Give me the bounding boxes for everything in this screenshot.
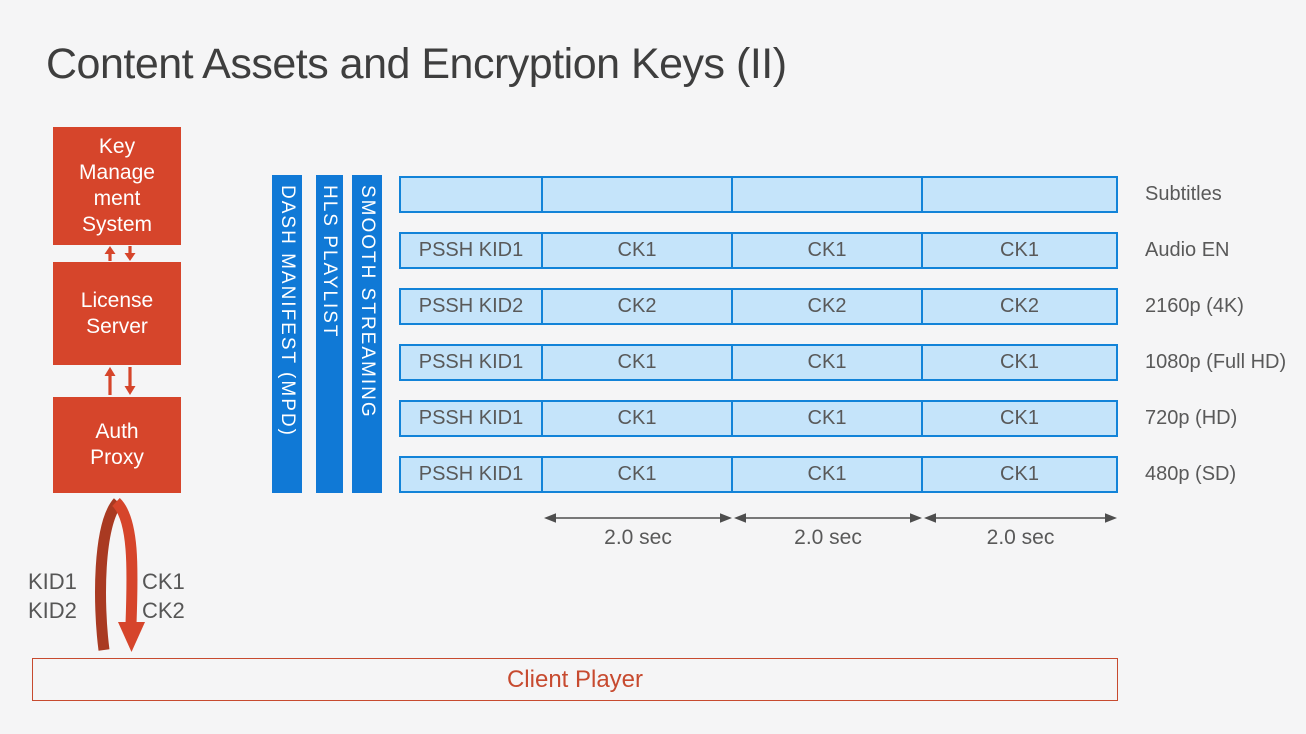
segment-duration-label: 2.0 sec [986, 526, 1055, 549]
track-label: 720p (HD) [1145, 407, 1238, 429]
track-row-subtitles [399, 176, 1118, 213]
page-title: Content Assets and Encryption Keys (II) [46, 40, 787, 88]
auth-proxy-box: Auth Proxy [53, 397, 181, 493]
track-cell: CK1 [543, 400, 733, 437]
track-cell: CK1 [923, 400, 1118, 437]
track-cell: PSSH KID1 [399, 344, 543, 381]
track-cell: PSSH KID2 [399, 288, 543, 325]
track-cell: CK2 [733, 288, 923, 325]
track-label: Audio EN [1145, 239, 1230, 261]
track-cell: CK1 [543, 344, 733, 381]
track-cell: CK1 [543, 456, 733, 493]
track-cell [543, 176, 733, 213]
track-cell: PSSH KID1 [399, 232, 543, 269]
track-label: Subtitles [1145, 183, 1222, 205]
client-player-label: Client Player [506, 665, 644, 693]
track-cell: CK1 [733, 400, 923, 437]
track-cell: CK2 [543, 288, 733, 325]
track-cell [399, 176, 543, 213]
track-cell: CK1 [733, 344, 923, 381]
track-row-1080p: PSSH KID1 CK1 CK1 CK1 [399, 344, 1118, 381]
track-label: 2160p (4K) [1145, 295, 1244, 317]
track-cell: CK1 [923, 232, 1118, 269]
up-down-arrows-icon [104, 367, 136, 395]
content-key-list-label: CK1 CK2 [142, 569, 185, 623]
up-down-arrows-icon [104, 246, 136, 261]
track-cell: PSSH KID1 [399, 400, 543, 437]
track-cell: CK1 [733, 232, 923, 269]
track-cell: CK2 [923, 288, 1118, 325]
license-server-box: License Server [53, 262, 181, 365]
track-cell: PSSH KID1 [399, 456, 543, 493]
double-arrow-icon [544, 513, 1117, 523]
track-cell [733, 176, 923, 213]
track-row-480p: PSSH KID1 CK1 CK1 CK1 [399, 456, 1118, 493]
curved-arrow-icon [95, 498, 145, 652]
segment-duration-label: 2.0 sec [794, 526, 862, 549]
track-label: 1080p (Full HD) [1145, 351, 1287, 373]
pipe-dash-manifest: DASH MANIFEST (MPD) [272, 175, 302, 493]
track-cell: CK1 [923, 456, 1118, 493]
track-cell [923, 176, 1118, 213]
kid-list-label: KID1 KID2 [28, 569, 77, 623]
track-label: 480p (SD) [1145, 463, 1237, 485]
track-row-720p: PSSH KID1 CK1 CK1 CK1 [399, 400, 1118, 437]
track-cell: CK1 [923, 344, 1118, 381]
segment-duration-label: 2.0 sec [604, 526, 672, 549]
pipe-hls-playlist: HLS PLAYLIST [316, 175, 343, 493]
client-player-box: Client Player [32, 658, 1118, 701]
key-management-system-box: Key Manage ment System [53, 127, 181, 245]
track-cell: CK1 [733, 456, 923, 493]
pipe-smooth-streaming: SMOOTH STREAMING [352, 175, 382, 493]
track-row-audio-en: PSSH KID1 CK1 CK1 CK1 [399, 232, 1118, 269]
track-row-2160p: PSSH KID2 CK2 CK2 CK2 [399, 288, 1118, 325]
track-cell: CK1 [543, 232, 733, 269]
